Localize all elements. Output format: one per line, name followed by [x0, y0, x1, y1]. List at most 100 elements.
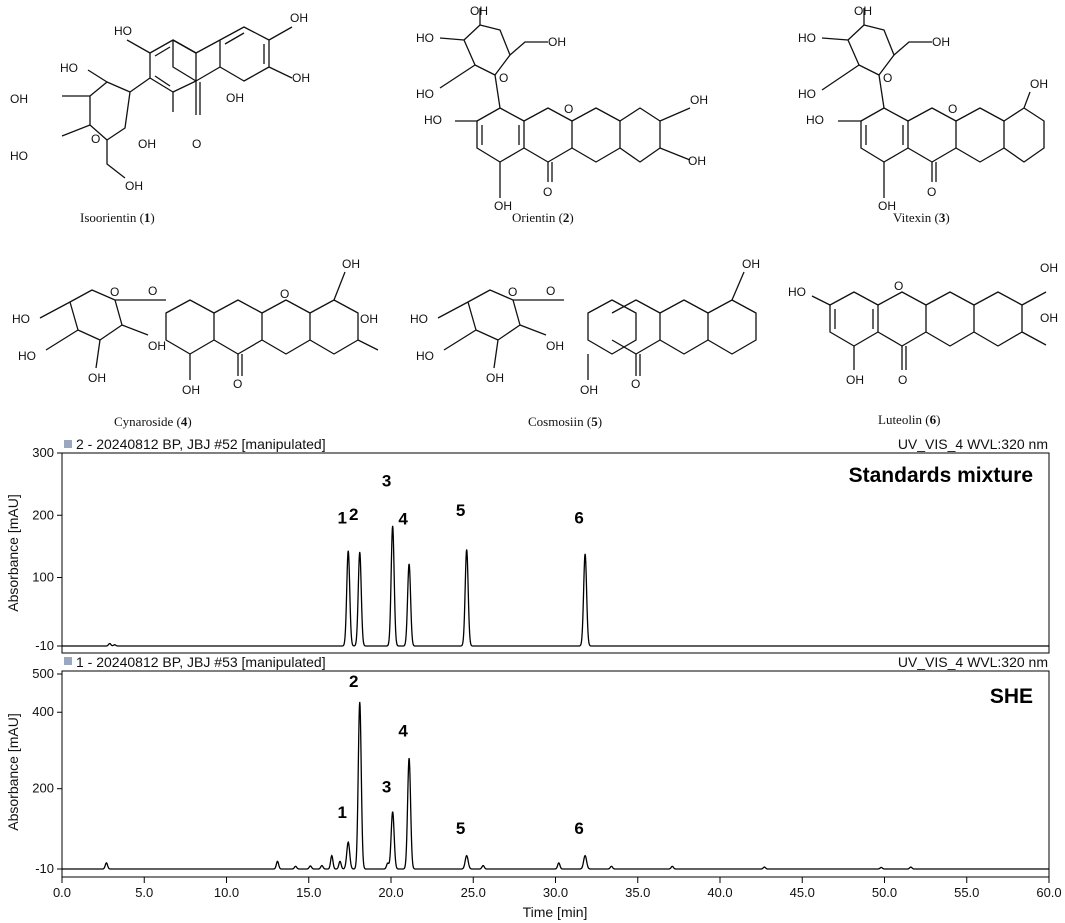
x-tick-label: 55.0 — [954, 885, 979, 900]
chromatogram-she: 1 - 20240812 BP, JBJ #53 [manipulated] U… — [5, 654, 1062, 920]
y-tick-label: -10 — [35, 861, 54, 876]
atom-label: O — [148, 284, 157, 298]
file-icon — [64, 440, 72, 448]
atom-label: OH — [360, 312, 378, 326]
atom-label: O — [631, 377, 640, 391]
plot-frame — [61, 670, 1050, 878]
atom-label: HO — [416, 31, 434, 45]
atom-label: O — [543, 185, 552, 199]
atom-label: OH — [854, 4, 872, 18]
atom-label: OH — [182, 383, 200, 397]
x-tick-label: 5.0 — [135, 885, 153, 900]
atom-label: HO — [798, 31, 816, 45]
atom-label: O — [894, 279, 903, 293]
structure-cynaroside: O O HO HO OH OH OH O O OH OH Cynaroside … — [12, 257, 379, 429]
panel-header-right: UV_VIS_4 WVL:320 nm — [898, 654, 1048, 670]
structure-label-isoorientin: Isoorientin (1) — [80, 210, 155, 225]
x-tick-label: 40.0 — [707, 885, 732, 900]
atom-label: OH — [1030, 77, 1048, 91]
atom-label: HO — [424, 113, 442, 127]
peak-label: 3 — [382, 778, 391, 797]
atom-label: OH — [548, 35, 566, 49]
panel-header-right: UV_VIS_4 WVL:320 nm — [898, 436, 1048, 452]
atom-label: O — [233, 377, 242, 391]
atom-label: O — [948, 102, 957, 116]
atom-label: O — [280, 287, 289, 301]
peak-labels: 1 2 3 4 5 6 — [337, 672, 583, 838]
file-icon — [64, 657, 72, 665]
atom-label: HO — [18, 349, 36, 363]
atom-label: OH — [1040, 311, 1058, 325]
y-tick-label: 500 — [32, 666, 54, 681]
peak-label: 4 — [398, 722, 408, 741]
atom-label: OH — [742, 257, 760, 271]
peak-label: 6 — [574, 819, 583, 838]
atom-label: OH — [580, 383, 598, 397]
x-tick-label: 0.0 — [53, 885, 71, 900]
peak-label: 1 — [337, 803, 346, 822]
atom-label: OH — [494, 199, 512, 213]
panel-header-left: 1 - 20240812 BP, JBJ #53 [manipulated] — [76, 654, 326, 670]
peak-label: 2 — [349, 672, 358, 691]
atom-label: OH — [226, 91, 244, 105]
y-axis-label: Absorbance [mAU] — [5, 494, 21, 612]
y-tick-label: -10 — [35, 638, 54, 653]
atom-label: OH — [932, 35, 950, 49]
atom-label: OH — [486, 371, 504, 385]
atom-label: HO — [410, 312, 428, 326]
structure-label-orientin: Orientin (2) — [512, 210, 574, 225]
plot-title: Standards mixture — [849, 464, 1033, 487]
atom-label: OH — [470, 4, 488, 18]
atom-label: O — [898, 373, 907, 387]
atom-label: O — [499, 71, 508, 85]
atom-label: HO — [416, 87, 434, 101]
atom-label: OH — [290, 11, 308, 25]
structure-vitexin: OH HO OH HO HO OH O O O OH Vitexin (3) — [798, 4, 1048, 225]
structure-label-vitexin: Vitexin (3) — [893, 210, 950, 225]
x-tick-label: 20.0 — [378, 885, 403, 900]
y-tick-label: 200 — [32, 507, 54, 522]
peak-label: 4 — [398, 510, 408, 529]
atom-label: O — [564, 102, 573, 116]
atom-label: HO — [10, 149, 28, 163]
y-tick-label: 100 — [32, 570, 54, 585]
atom-label: O — [883, 71, 892, 85]
y-tick-label: 200 — [32, 781, 54, 796]
structure-label-cynaroside: Cynaroside (4) — [114, 414, 192, 429]
atom-label: O — [91, 132, 100, 146]
atom-label: OH — [546, 339, 564, 353]
structure-label-luteolin: Luteolin (6) — [878, 412, 940, 427]
atom-label: O — [110, 285, 119, 299]
atom-label: OH — [688, 154, 706, 168]
atom-label: O — [192, 137, 201, 151]
chromatogram-standards: 2 - 20240812 BP, JBJ #52 [manipulated] U… — [5, 436, 1050, 654]
structure-luteolin: HO O OH OH OH O Luteolin (6) — [788, 261, 1058, 427]
chromatogram-trace — [62, 525, 1049, 647]
atom-label: HO — [806, 113, 824, 127]
atom-label: HO — [60, 61, 78, 75]
peak-label: 2 — [349, 505, 358, 524]
atom-label: OH — [88, 371, 106, 385]
y-ticks: -10 100 200 300 — [32, 445, 62, 653]
atom-label: O — [927, 185, 936, 199]
atom-label: HO — [114, 24, 132, 38]
atom-label: OH — [125, 179, 143, 193]
atom-label: OH — [846, 373, 864, 387]
x-tick-label: 45.0 — [790, 885, 815, 900]
x-tick-label: 35.0 — [625, 885, 650, 900]
peak-label: 6 — [574, 508, 583, 527]
y-tick-label: 300 — [32, 445, 54, 460]
plot-title: SHE — [990, 685, 1033, 708]
atom-label: OH — [342, 257, 360, 271]
x-tick-label: 60.0 — [1036, 885, 1061, 900]
x-tick-label: 10.0 — [214, 885, 239, 900]
structure-cosmosiin: O O HO HO OH OH OH O OH Cosmosiin (5) — [410, 257, 760, 429]
peak-label: 5 — [456, 819, 465, 838]
atom-label: HO — [416, 349, 434, 363]
y-tick-label: 400 — [32, 704, 54, 719]
y-ticks: -10 200 400 500 — [32, 666, 62, 876]
atom-label: OH — [690, 93, 708, 107]
